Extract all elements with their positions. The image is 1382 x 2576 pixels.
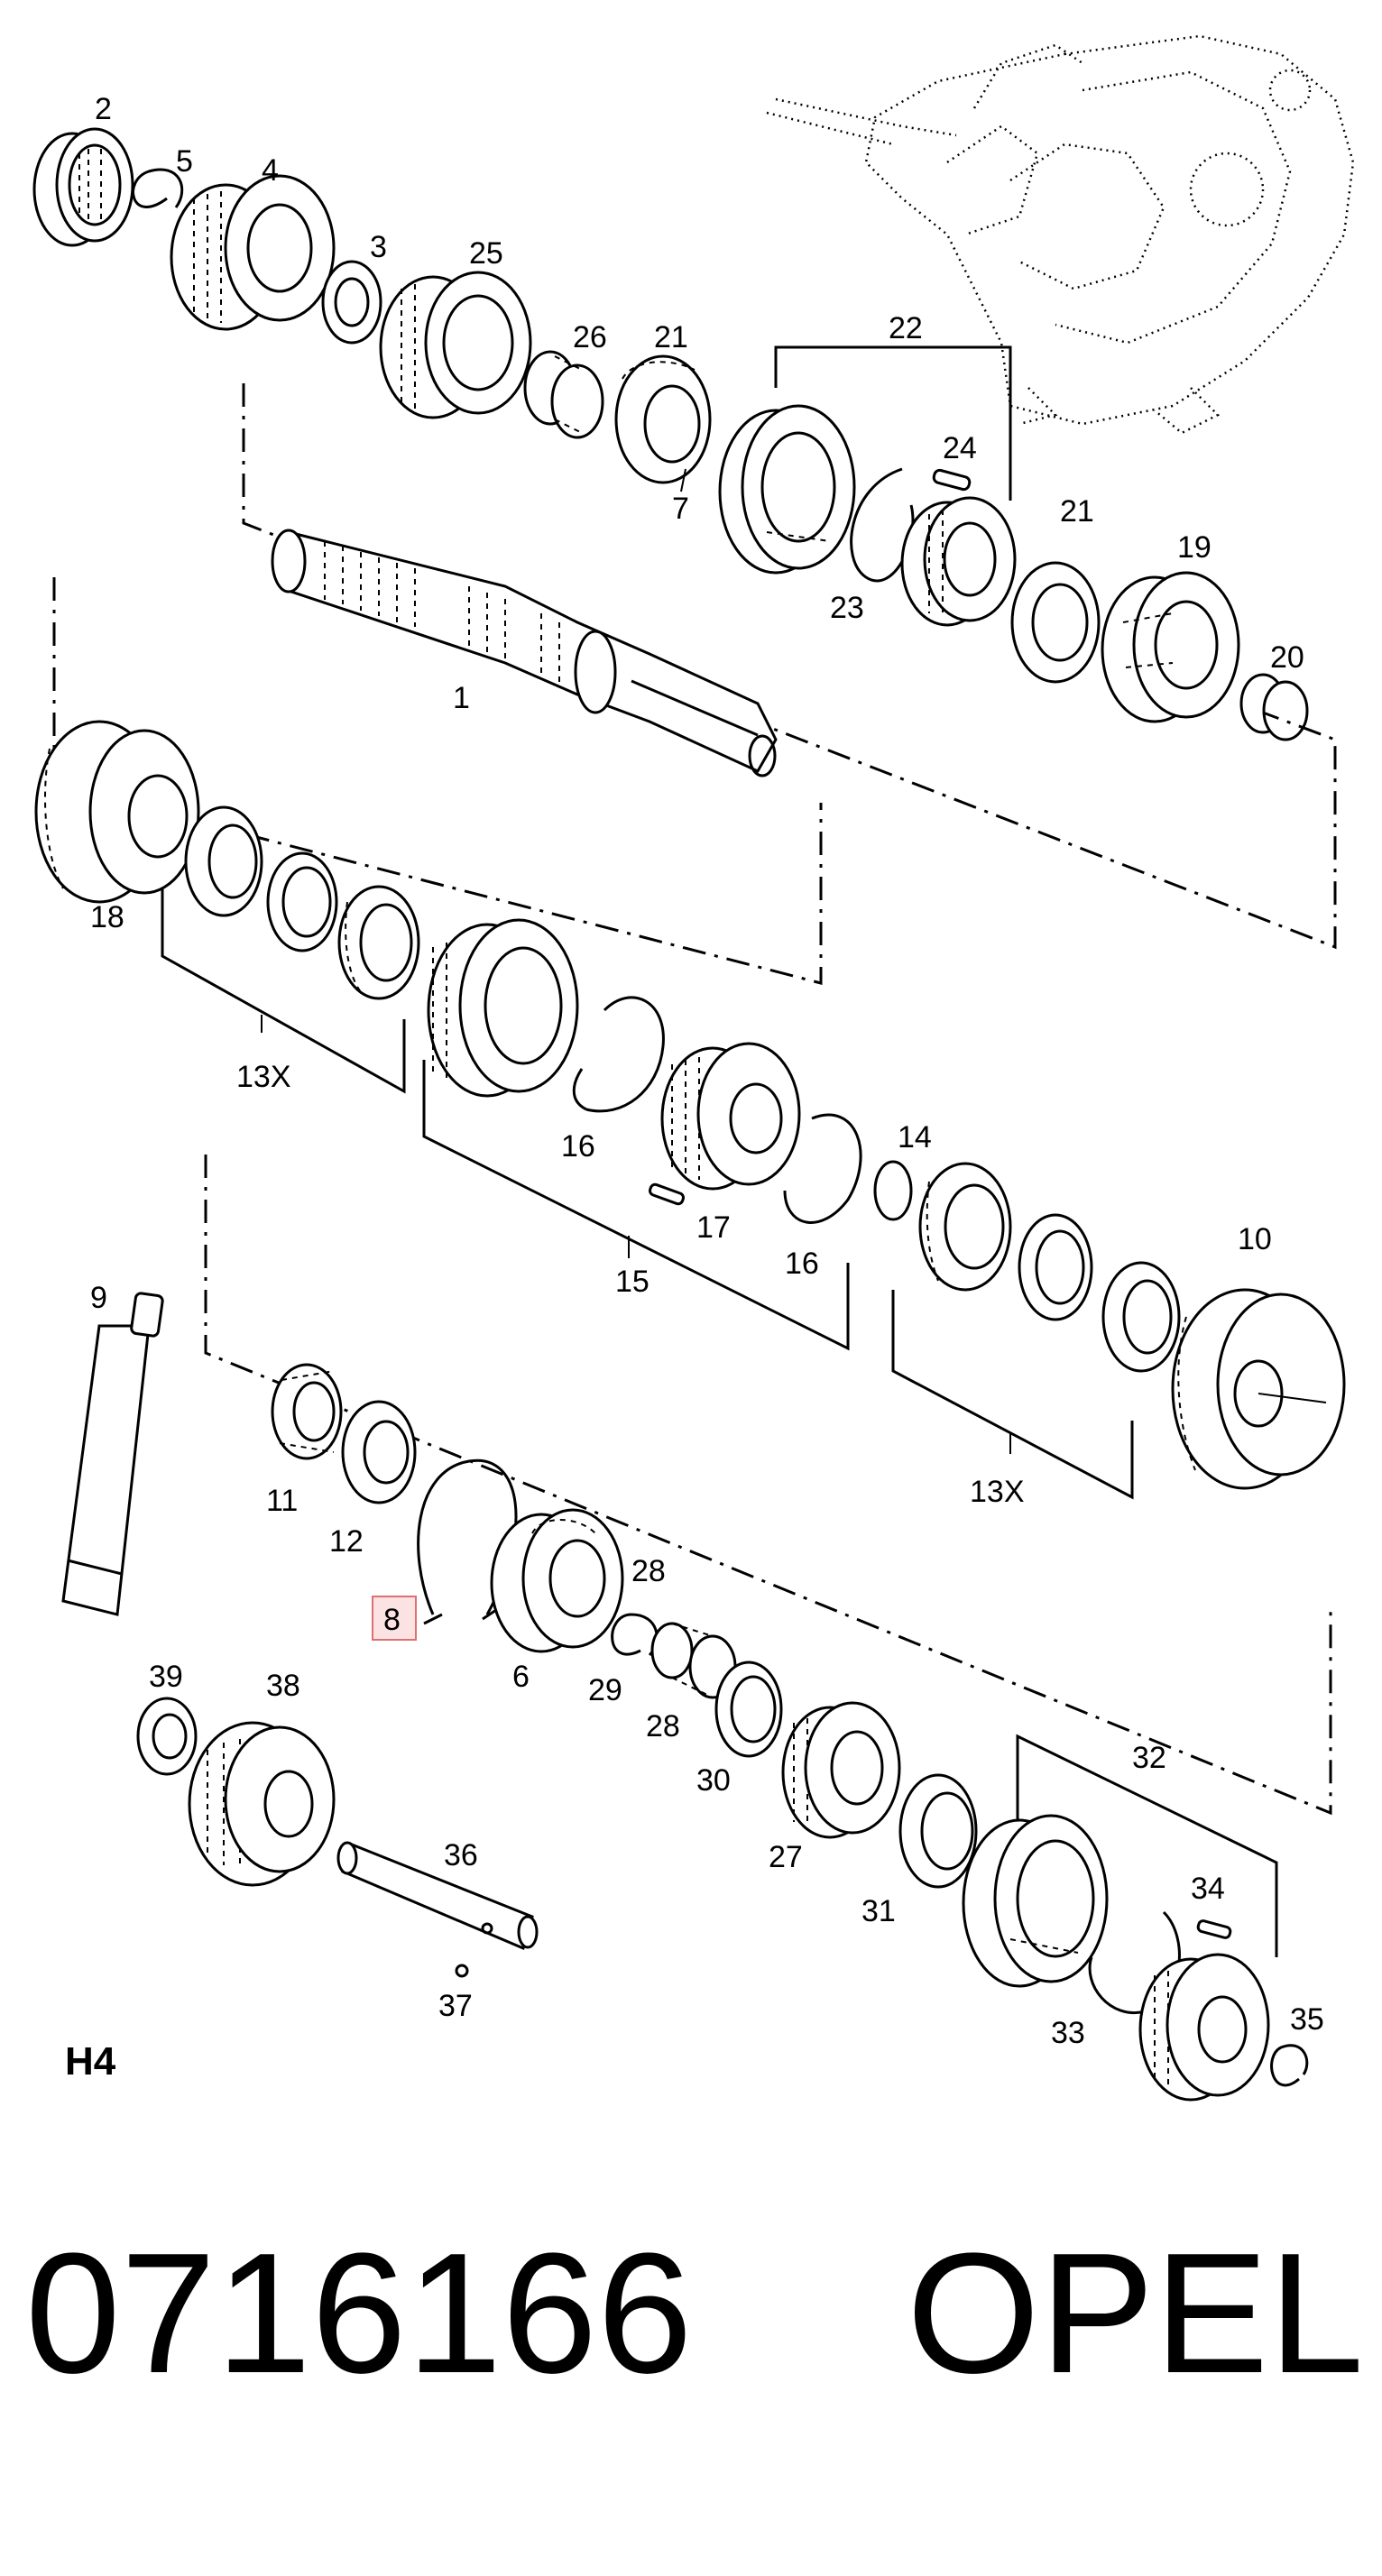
callout-31: 31 bbox=[861, 1894, 896, 1928]
callout-26: 26 bbox=[573, 320, 607, 354]
part-16-spring-lower: 16 bbox=[783, 1113, 862, 1281]
part-32-bracket: 32 bbox=[1016, 1734, 1278, 1957]
callout-21-top: 21 bbox=[654, 320, 688, 354]
callout-19: 19 bbox=[1177, 530, 1212, 565]
transmission-housing-illustration bbox=[766, 34, 1355, 435]
callout-5: 5 bbox=[176, 144, 193, 179]
part-21-synchro-ring-top: 21 7 bbox=[614, 320, 712, 526]
callout-33: 33 bbox=[1051, 2016, 1085, 2050]
part-39-washer: 39 bbox=[136, 1660, 198, 1776]
callout-13x-left: 13X bbox=[236, 1060, 291, 1094]
callout-21-right: 21 bbox=[1060, 494, 1094, 529]
callout-38: 38 bbox=[266, 1669, 300, 1703]
part-27-gear: 27 bbox=[769, 1701, 901, 1874]
diagram-canvas: 2 5 4 3 25 26 21 7 bbox=[32, 34, 1355, 2102]
part-31-synchro-ring: 31 bbox=[861, 1773, 978, 1928]
callout-11: 11 bbox=[266, 1484, 298, 1518]
part-35-snap-ring: 35 bbox=[1270, 2002, 1324, 2087]
callout-16-upper: 16 bbox=[561, 1129, 595, 1164]
part-11-thrust-bearing: 11 bbox=[266, 1363, 343, 1518]
callout-14: 14 bbox=[898, 1120, 932, 1155]
part-26-needle-bearing: 26 bbox=[523, 320, 607, 439]
callout-28-lower: 28 bbox=[646, 1709, 680, 1743]
callout-34: 34 bbox=[1191, 1872, 1225, 1906]
callout-39: 39 bbox=[149, 1660, 183, 1694]
part-6-ball-bearing: 6 bbox=[490, 1508, 624, 1694]
part-24-key: 24 bbox=[932, 431, 977, 492]
part-18-gear: 18 bbox=[34, 720, 200, 934]
assembly-guide-line-1 bbox=[242, 383, 1337, 950]
callout-30: 30 bbox=[696, 1763, 731, 1798]
synchronizer-sleeve-32 bbox=[962, 1814, 1109, 1988]
callout-8-highlight-box bbox=[372, 1596, 417, 1641]
part-33-spring-ring: 33 bbox=[1051, 1910, 1181, 2050]
part-22-bracket: 22 bbox=[774, 311, 1012, 501]
synchro-ring-set-left bbox=[184, 805, 420, 1000]
callout-9: 9 bbox=[90, 1281, 107, 1315]
part-17-key: 17 bbox=[649, 1182, 731, 1245]
part-5-snap-ring: 5 bbox=[132, 144, 193, 208]
part-15-bracket: 15 bbox=[422, 1060, 850, 1351]
synchronizer-sleeve-22 bbox=[718, 404, 856, 575]
assembly-guide-line-2 bbox=[52, 577, 823, 985]
part-25-gear: 25 bbox=[379, 236, 532, 419]
part-19-bearing: 19 bbox=[1101, 530, 1240, 723]
part-4-gear: 4 bbox=[170, 153, 336, 331]
callout-1: 1 bbox=[453, 681, 470, 715]
callout-10: 10 bbox=[1238, 1222, 1272, 1256]
callout-25: 25 bbox=[469, 236, 503, 271]
callout-22: 22 bbox=[889, 311, 923, 345]
callout-6: 6 bbox=[512, 1660, 530, 1694]
part-21-synchro-ring-right: 21 bbox=[1010, 494, 1101, 684]
part-2-bearing: 2 bbox=[32, 92, 134, 247]
synchro-ring-set-right bbox=[918, 1162, 1181, 1373]
part-13x-bracket-left: 13X bbox=[161, 888, 406, 1094]
part-10-gear: 10 bbox=[1171, 1222, 1346, 1490]
callout-2: 2 bbox=[95, 92, 112, 126]
part-15-synchronizer-sleeve bbox=[427, 918, 579, 1098]
callout-37: 37 bbox=[438, 1989, 473, 2023]
callout-12: 12 bbox=[329, 1524, 364, 1559]
callout-28-upper: 28 bbox=[631, 1554, 666, 1588]
part-36-reverse-shaft: 36 bbox=[336, 1838, 539, 1951]
synchronizer-hub-22 bbox=[900, 496, 1017, 627]
callout-17: 17 bbox=[696, 1210, 731, 1245]
callout-23: 23 bbox=[830, 591, 864, 625]
callout-29: 29 bbox=[588, 1673, 622, 1707]
callout-18: 18 bbox=[90, 900, 124, 934]
callout-8: 8 bbox=[383, 1603, 401, 1637]
synchronizer-hub-15 bbox=[660, 1042, 801, 1191]
part-number: 0716166 bbox=[25, 2218, 693, 2409]
part-20-needle-bearing: 20 bbox=[1239, 640, 1309, 741]
part-1-mainshaft: 1 bbox=[271, 529, 778, 777]
callout-35: 35 bbox=[1290, 2002, 1324, 2037]
part-3-washer: 3 bbox=[321, 230, 387, 345]
brand-name: OPEL bbox=[907, 2218, 1364, 2409]
callout-3: 3 bbox=[370, 230, 387, 264]
part-12-thrust-washer: 12 bbox=[329, 1400, 417, 1559]
part-9-sealant-tube: 9 bbox=[61, 1281, 164, 1616]
part-16-spring-upper: 16 bbox=[561, 996, 665, 1164]
callout-36: 36 bbox=[444, 1838, 478, 1872]
footer: 0716166 OPEL bbox=[0, 2228, 1382, 2516]
callout-20: 20 bbox=[1270, 640, 1304, 675]
callout-32: 32 bbox=[1132, 1741, 1166, 1775]
callout-16-lower: 16 bbox=[785, 1247, 819, 1281]
callout-15: 15 bbox=[615, 1265, 650, 1299]
assembly-guide-line-3 bbox=[204, 1155, 1332, 1816]
part-13x-bracket-right: 13X bbox=[891, 1290, 1134, 1509]
callout-27: 27 bbox=[769, 1840, 803, 1874]
part-14-snap-ring: 14 bbox=[873, 1120, 932, 1221]
part-34-key: 34 bbox=[1191, 1872, 1232, 1939]
part-30-ring: 30 bbox=[696, 1661, 783, 1798]
part-37-ball: 37 bbox=[438, 1964, 473, 2023]
part-38-gear: 38 bbox=[188, 1669, 336, 1887]
callout-13x-right: 13X bbox=[970, 1475, 1025, 1509]
callout-4: 4 bbox=[262, 153, 279, 188]
callout-7: 7 bbox=[672, 492, 689, 526]
callout-24: 24 bbox=[943, 431, 977, 465]
section-code: H4 bbox=[65, 2039, 116, 2084]
synchronizer-hub-32 bbox=[1138, 1953, 1270, 2102]
